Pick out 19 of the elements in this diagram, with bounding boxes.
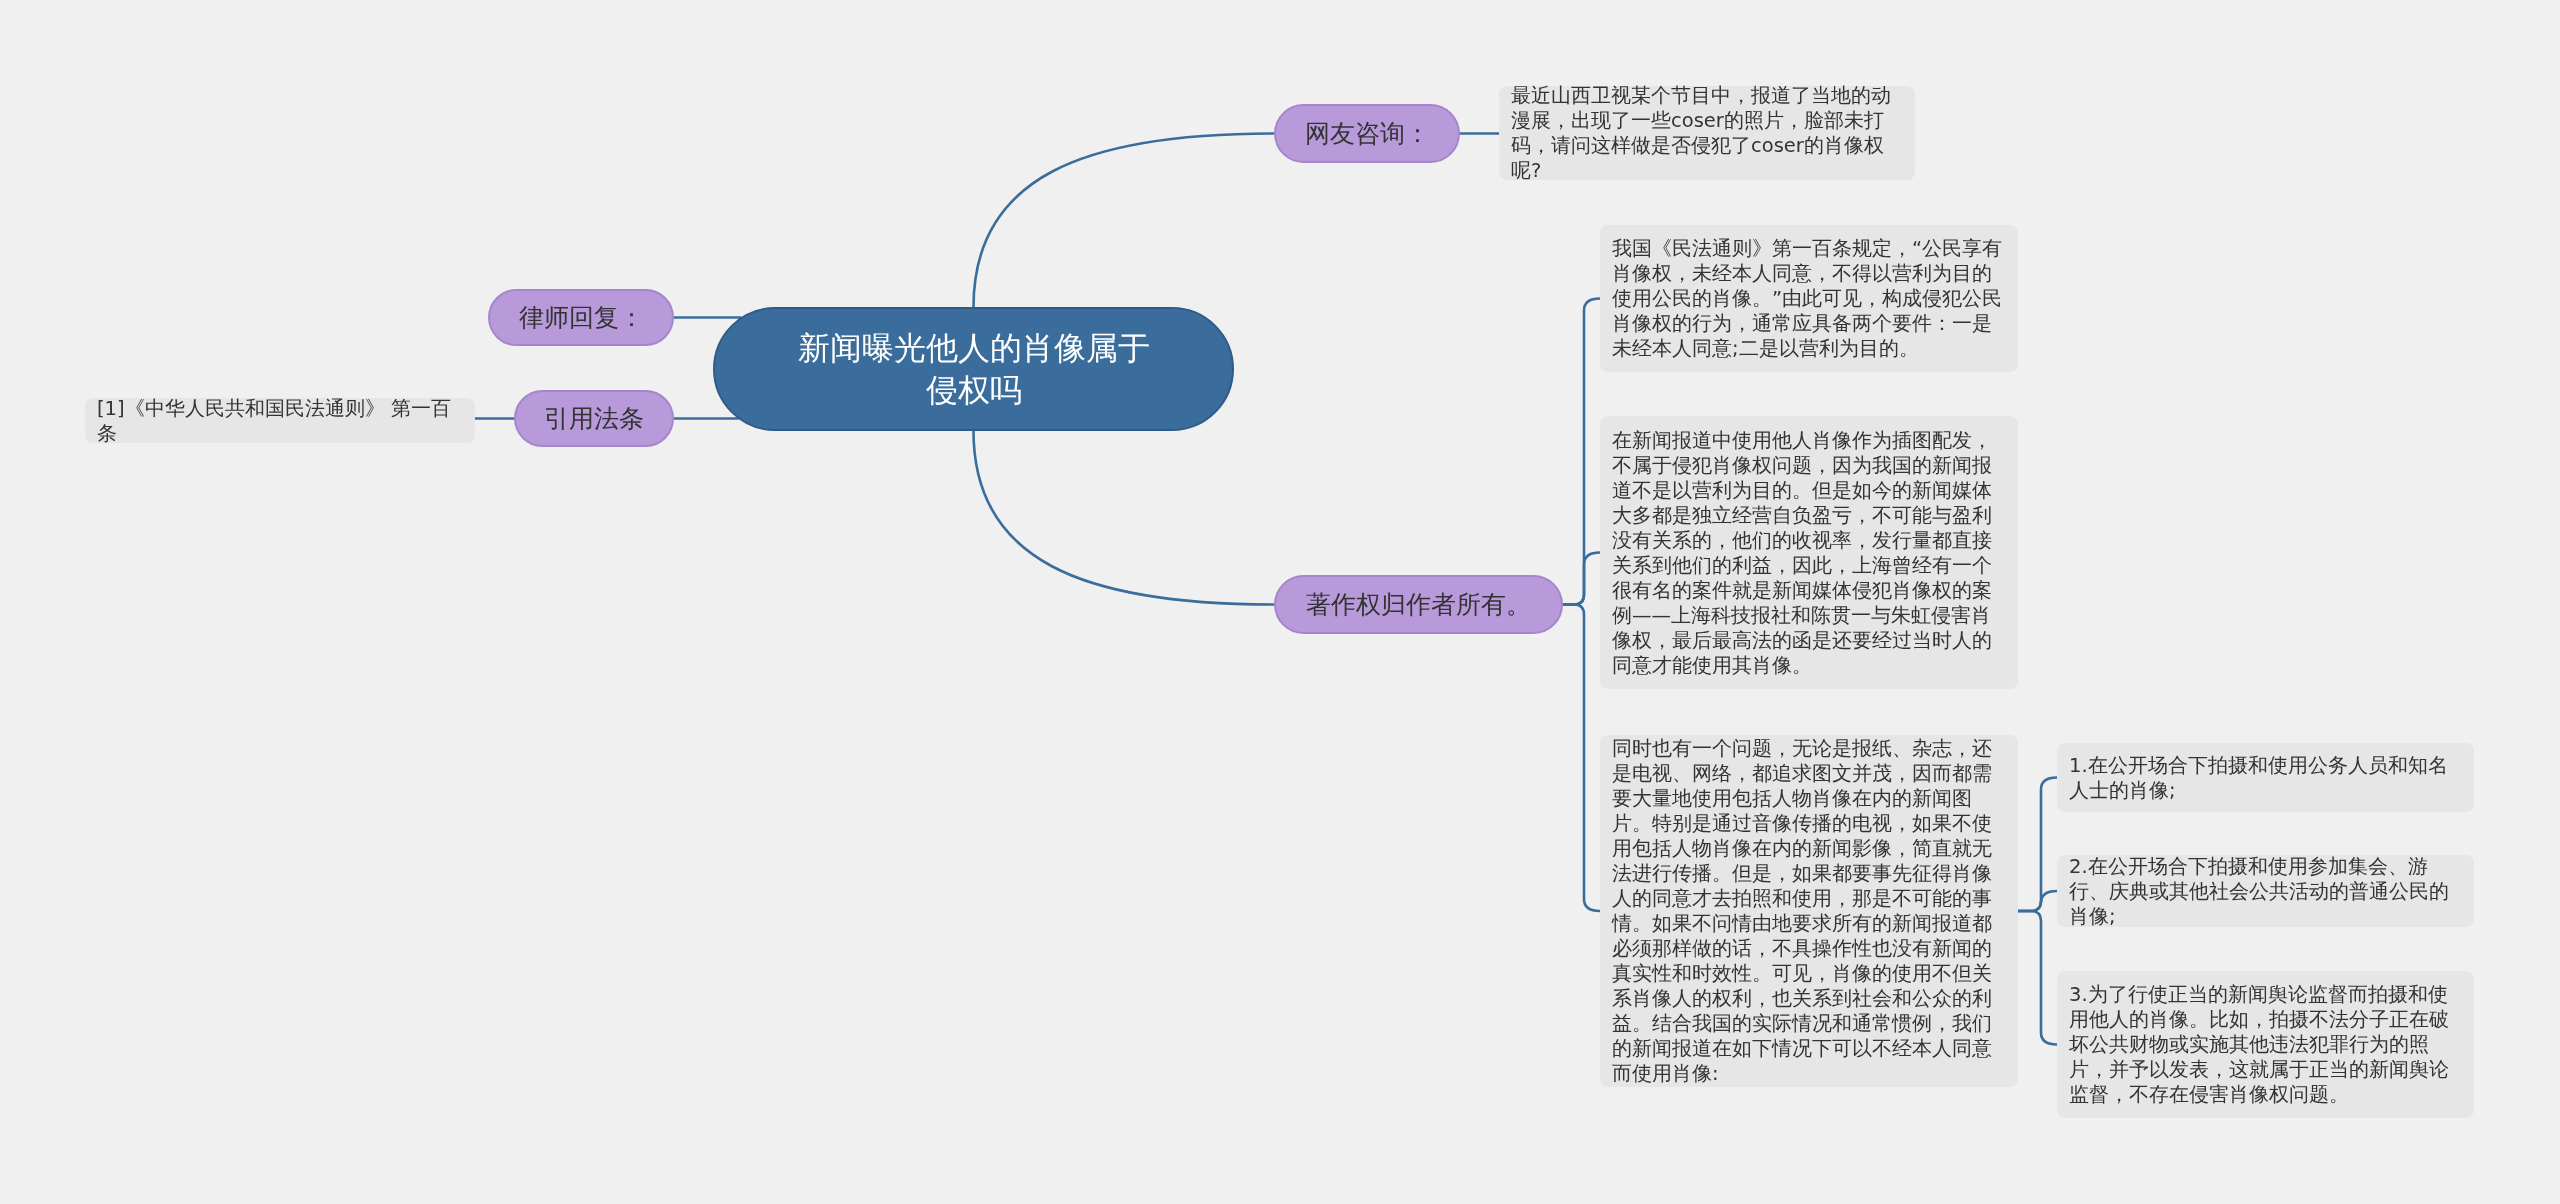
note-box: 1.在公开场合下拍摄和使用公务人员和知名人士的肖像; bbox=[2057, 743, 2474, 812]
topic-pill: 引用法条 bbox=[514, 390, 674, 447]
note-box: [1]《中华人民共和国民法通则》 第一百条 bbox=[85, 398, 475, 443]
note-box: 最近山西卫视某个节目中，报道了当地的动漫展，出现了一些coser的照片，脸部未打码，请问这样做是否侵犯了coser的肖像权呢? bbox=[1499, 86, 1915, 180]
connector-line bbox=[1460, 132, 1499, 135]
connector-line bbox=[674, 417, 739, 420]
note-box: 3.为了行使正当的新闻舆论监督而拍摄和使用他人的肖像。比如，拍摄不法分子正在破坏公共财物或实施其他违法犯罪行为的照片，并予以发表，这就属于正当的新闻舆论监督，不存在侵害肖像权问题。 bbox=[2057, 971, 2474, 1118]
note-box: 同时也有一个问题，无论是报纸、杂志，还是电视、网络，都追求图文并茂，因而都需要大量地使用包括人物肖像在内的新闻图片。特别是通过音像传播的电视，如果不使用包括人物肖像在内的新闻影像，简直就无法进行传播。但是，如果都要事先征得肖像人的同意才去拍照和使用，那是不可能的事情。如果不问情由地要求所有的新闻报道都必须那样做的话，不具操作性也没有新闻的真实性和时效性。可见，肖像的使用不但关系肖像人的权利，也关系到社会和公众的利益。结合我国的实际情况和通常惯例，我们的新闻报道在如下情况下可以不经本人同意而使用肖像: bbox=[1600, 735, 2018, 1087]
topic-pill: 著作权归作者所有。 bbox=[1274, 575, 1563, 634]
connector-line bbox=[972, 430, 1275, 606]
connector-line bbox=[475, 417, 514, 420]
note-box: 我国《民法通则》第一百条规定，“公民享有肖像权，未经本人同意，不得以营利为目的使用公民的肖像。”由此可见，构成侵犯公民肖像权的行为，通常应具备两个要件：一是未经本人同意;二是以营利为目的。 bbox=[1600, 225, 2018, 372]
connector-line bbox=[972, 132, 1275, 308]
central-topic: 新闻曝光他人的肖像属于侵权吗 bbox=[713, 307, 1234, 431]
note-box: 2.在公开场合下拍摄和使用参加集会、游行、庆典或其他社会公共活动的普通公民的肖像; bbox=[2057, 855, 2474, 927]
connector-line bbox=[674, 316, 742, 319]
topic-pill: 律师回复： bbox=[488, 289, 674, 346]
topic-pill: 网友咨询： bbox=[1274, 104, 1460, 163]
note-box: 在新闻报道中使用他人肖像作为插图配发，不属于侵犯肖像权问题，因为我国的新闻报道不是以营利为目的。但是如今的新闻媒体大多都是独立经营自负盈亏，不可能与盈利没有关系的，他们的收视率，发行量都直接关系到他们的利益，因此，上海曾经有一个很有名的案件就是新闻媒体侵犯肖像权的案例——上海科技报社和陈贯一与朱虹侵害肖像权，最后最高法的函是还要经过当时人的同意才能使用其肖像。 bbox=[1600, 416, 2018, 689]
